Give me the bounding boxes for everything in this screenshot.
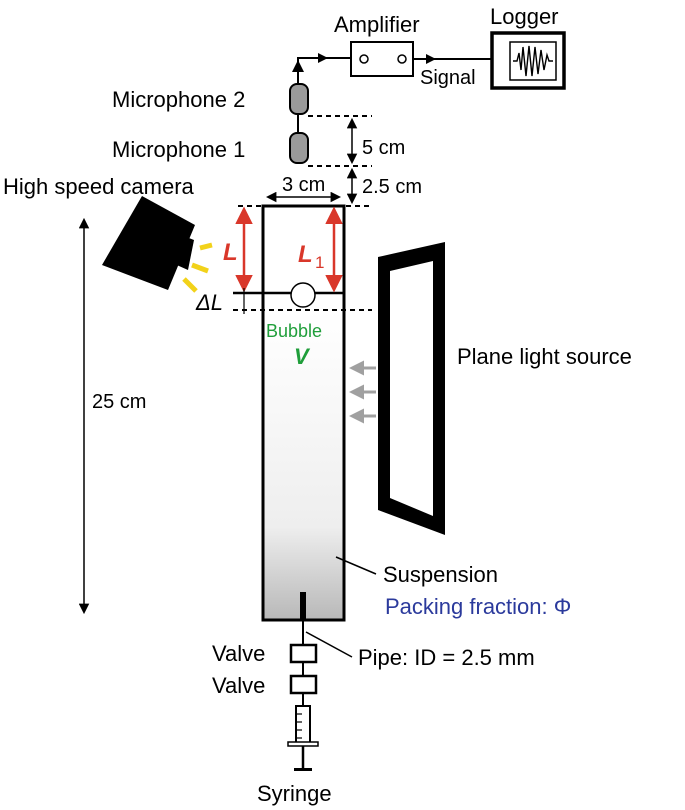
microphone-1-label: Microphone 1 bbox=[112, 137, 245, 162]
L1-subscript: 1 bbox=[315, 253, 324, 272]
high-speed-camera-label: High speed camera bbox=[3, 174, 195, 199]
syringe-icon bbox=[287, 705, 319, 771]
pipe-label: Pipe: ID = 2.5 mm bbox=[358, 645, 535, 670]
mic-spacing-label: 5 cm bbox=[362, 137, 405, 159]
bubble bbox=[290, 282, 316, 308]
amplifier-in-terminal bbox=[359, 54, 369, 64]
valve-upper-label: Valve bbox=[212, 641, 265, 666]
amplifier-out-terminal bbox=[397, 54, 407, 64]
suspension-column bbox=[263, 310, 344, 620]
cable-arrow-right-1 bbox=[318, 53, 328, 63]
feed-line: Pipe: ID = 2.5 mm Valve Valve Syringe bbox=[212, 620, 535, 806]
tube-height-label: 25 cm bbox=[92, 391, 146, 413]
suspension-label: Suspension bbox=[383, 562, 498, 587]
syringe-label: Syringe bbox=[257, 781, 332, 806]
signal-cable bbox=[297, 57, 350, 88]
plane-light-source bbox=[349, 242, 445, 535]
mic-to-tube-label: 2.5 cm bbox=[362, 176, 422, 198]
amplifier-label: Amplifier bbox=[334, 12, 420, 37]
suspension-leader bbox=[335, 556, 377, 575]
cable-arrow-up bbox=[292, 60, 304, 72]
microphone-icon bbox=[289, 83, 309, 115]
camera-icon bbox=[102, 196, 213, 293]
packing-fraction-label: Packing fraction: Φ bbox=[385, 594, 571, 619]
signal-label: Signal bbox=[420, 67, 476, 89]
tube-width-label: 3 cm bbox=[282, 174, 325, 196]
tube: 3 cm L L 1 ΔL Bubble V bbox=[195, 174, 372, 622]
light-panel-inner bbox=[390, 261, 433, 516]
L-label: L bbox=[223, 239, 238, 266]
microphone-icon bbox=[289, 132, 309, 164]
cable-arrow-right-2 bbox=[426, 54, 436, 64]
delta-L-label: ΔL bbox=[195, 290, 223, 315]
L1-label: L bbox=[298, 241, 313, 268]
plane-light-source-label: Plane light source bbox=[457, 344, 632, 369]
valve-icon bbox=[289, 643, 318, 664]
microphones: Microphone 2 Microphone 1 5 cm 2.5 cm bbox=[112, 83, 422, 207]
bubble-label: Bubble bbox=[266, 321, 322, 341]
valve-icon bbox=[289, 674, 318, 695]
bubble-volume-label: V bbox=[294, 344, 311, 369]
valve-lower-label: Valve bbox=[212, 673, 265, 698]
logger-label: Logger bbox=[490, 4, 559, 29]
signal-chain: Amplifier Signal Logger bbox=[292, 4, 566, 90]
waveform-icon bbox=[513, 45, 553, 77]
microphone-2-label: Microphone 2 bbox=[112, 87, 245, 112]
pipe-leader bbox=[305, 631, 353, 658]
